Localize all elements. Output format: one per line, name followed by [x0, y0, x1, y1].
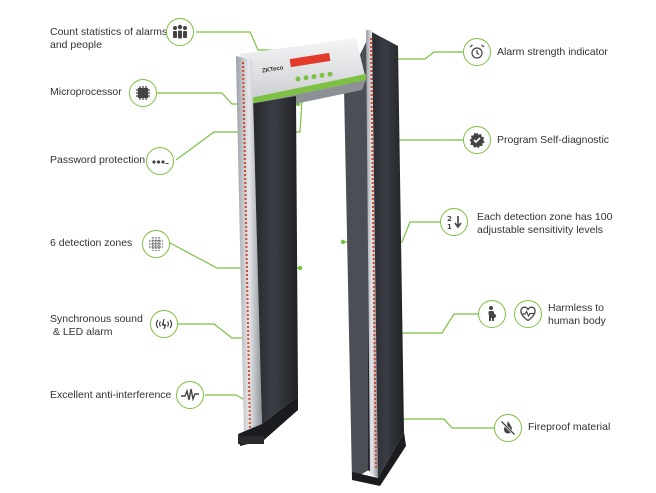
heartbeat-icon: [514, 300, 542, 328]
anti-interference-label: Excellent anti-interference: [50, 389, 172, 401]
left-led-strip: [242, 61, 251, 431]
left-panel-inner: [250, 96, 298, 424]
zones-grid-icon: [142, 230, 170, 258]
right-led-strip: [370, 37, 377, 471]
password-protection-label: Password protection: [50, 154, 146, 166]
count-statistics-label: Count statistics of alarms and people: [50, 26, 168, 51]
pregnant-person-icon: [478, 300, 506, 328]
microprocessor-label: Microprocessor: [50, 86, 122, 98]
sort-numbers-icon: 2 1: [440, 208, 468, 236]
password-dots-icon: [146, 147, 174, 175]
header-indicator-dots: [295, 71, 333, 82]
gear-check-icon: [463, 126, 491, 154]
signal-wave-icon: [176, 381, 204, 409]
chip-icon: [129, 79, 157, 107]
header-display: [289, 52, 331, 68]
right-panel-inner: [344, 38, 372, 480]
alarm-strength-label: Alarm strength indicator: [497, 46, 608, 58]
top-header-front: [240, 38, 366, 104]
alarm-clock-icon: [463, 38, 491, 66]
header-green-band: [250, 74, 366, 104]
svg-text:2: 2: [447, 215, 452, 223]
line-fireproof: [386, 418, 494, 429]
self-diagnostic-label: Program Self-diagnostic: [497, 134, 610, 146]
left-foot: [238, 396, 298, 446]
sensitivity-label: Each detection zone has 100 adjustable s…: [477, 211, 613, 236]
right-pillar-front: [368, 30, 404, 478]
line-harmless: [384, 313, 478, 334]
no-fire-icon: [494, 414, 522, 442]
left-pillar-front: [236, 56, 262, 436]
sound-wave-icon: [150, 310, 178, 338]
right-foot: [352, 432, 406, 486]
svg-text:1: 1: [447, 223, 452, 231]
detection-zones-label: 6 detection zones: [50, 237, 133, 249]
harmless-label: Harmless to human body: [548, 302, 606, 327]
people-group-icon: [166, 18, 194, 46]
sync-alarm-label: Synchronous sound & LED alarm: [50, 313, 143, 338]
fireproof-label: Fireproof material: [528, 421, 611, 433]
